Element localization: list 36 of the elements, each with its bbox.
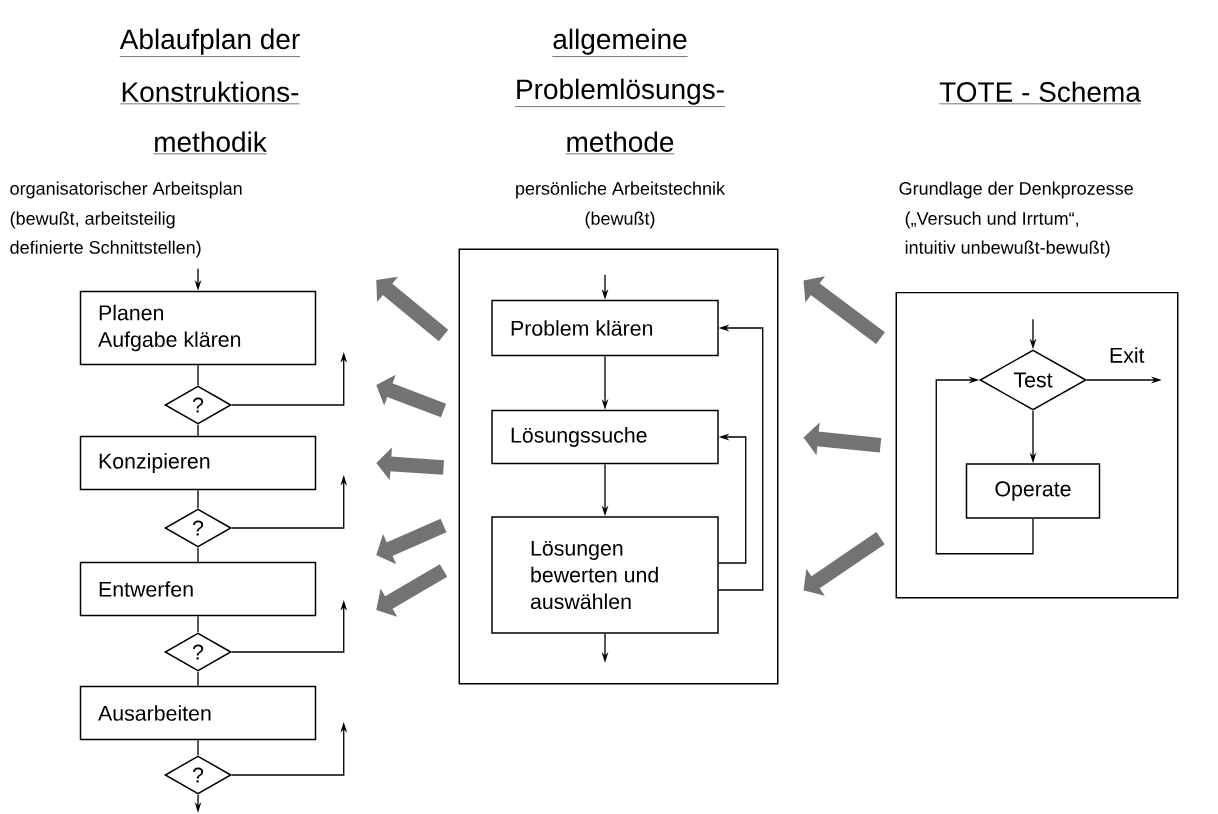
heading: Konstruktions-	[120, 81, 300, 105]
frame	[458, 248, 779, 685]
heading: allgemeine	[552, 28, 688, 57]
heading: methodik	[152, 131, 268, 155]
process-box: Lösungssuche	[491, 409, 719, 465]
process-box: Konzipieren	[79, 435, 317, 491]
heading: Ablaufplan der	[119, 28, 301, 57]
subheading: persönliche Arbeitstechnik	[516, 181, 726, 199]
heading: methode	[565, 131, 675, 155]
subheading: (bewußt)	[585, 211, 655, 229]
connector-line	[197, 424, 199, 437]
process-box: Operate	[965, 463, 1101, 519]
process-box: Problem klären	[491, 299, 719, 357]
arrow	[935, 376, 1034, 555]
subheading: organisatorischer Arbeitsplan	[10, 181, 242, 199]
hatched-arrow	[803, 532, 885, 596]
edge-label: Exit	[1107, 345, 1146, 365]
connector-line	[197, 739, 199, 756]
heading: Problemlösungs-	[514, 78, 726, 107]
process-box: Entwerfen	[79, 561, 317, 617]
process-box: Lösungen bewerten und auswählen	[491, 516, 719, 634]
frame	[895, 291, 1179, 599]
connector-line	[197, 615, 199, 633]
connector-line	[197, 547, 199, 563]
process-box: Planen Aufgabe klären	[79, 290, 317, 366]
heading: TOTE - Schema	[938, 81, 1142, 105]
process-box: Ausarbeiten	[79, 685, 317, 741]
subheading: definierte Schnittstellen)	[10, 240, 201, 258]
subheading: („Versuch und Irrtum“,	[905, 211, 1078, 229]
subheading: (bewußt, arbeitsteilig	[10, 211, 175, 229]
connector-line	[197, 671, 199, 687]
connector-line	[197, 489, 199, 509]
subheading: Grundlage der Denkprozesse	[899, 181, 1133, 199]
connector-line	[197, 364, 199, 386]
subheading: intuitiv unbewußt-bewußt)	[905, 240, 1110, 258]
hatched-arrow	[376, 518, 447, 565]
